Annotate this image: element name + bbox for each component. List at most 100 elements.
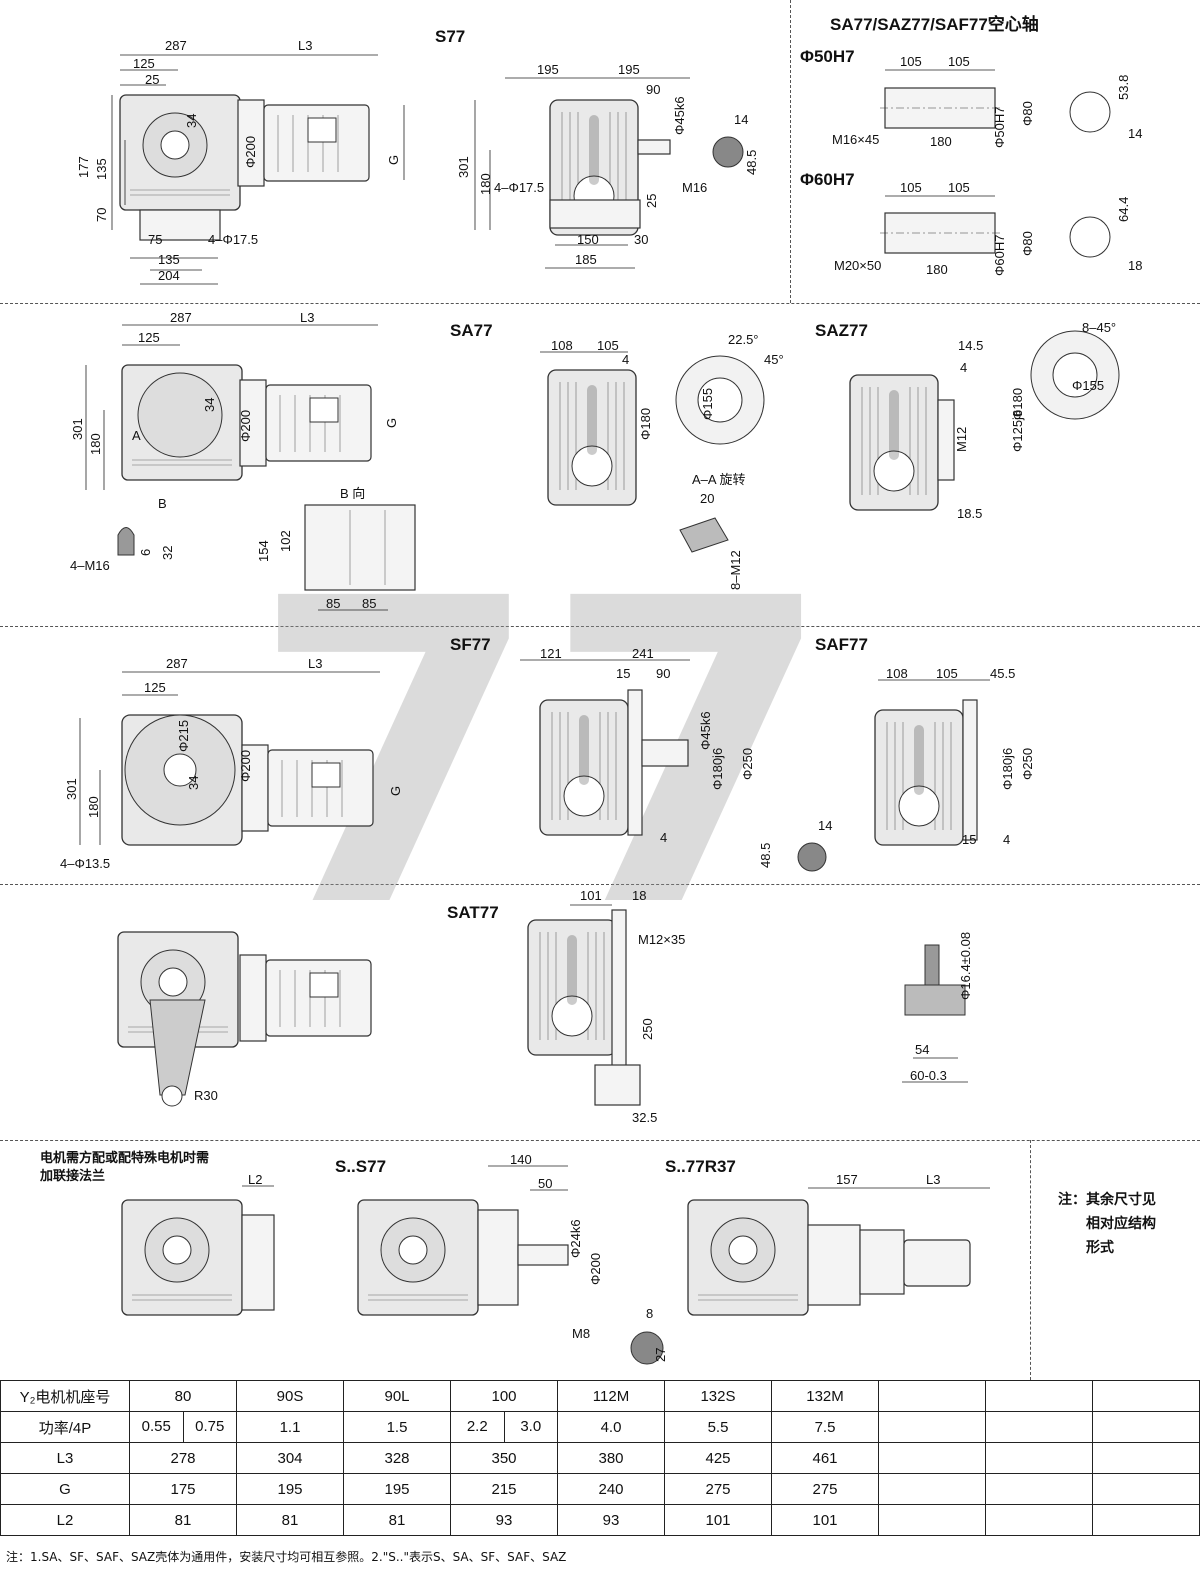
sf77-key-section	[797, 842, 827, 872]
dimension-label: Φ155	[1072, 378, 1104, 393]
dimension-label: 241	[632, 646, 654, 661]
view-title: Φ50H7	[800, 47, 855, 66]
dimension-label: Φ24k6	[568, 1219, 583, 1258]
dimension-label: 30	[634, 232, 648, 247]
dimension-label: 250	[640, 1018, 655, 1040]
view-title: S77	[435, 27, 465, 46]
dimension-label: Φ16.4±0.08	[958, 932, 973, 1000]
dimension-label: 195	[537, 62, 559, 77]
dimension-label: Φ180	[1010, 388, 1025, 420]
dimension-label: 90	[656, 666, 670, 681]
dimension-label: 140	[510, 1152, 532, 1167]
dimension-label: Φ215	[176, 720, 191, 752]
dimension-label: 180	[86, 796, 101, 818]
view-title: S..77R37	[665, 1157, 736, 1176]
table-cell: 90L	[343, 1380, 451, 1412]
dimension-label: A	[132, 428, 141, 443]
dimension-label: 4–M16	[70, 558, 110, 573]
table-cell: 80	[129, 1380, 237, 1412]
dimension-label: 18	[1128, 258, 1142, 273]
dimension-label: 22.5°	[728, 332, 759, 347]
sat77-base	[594, 1064, 641, 1106]
dimension-label: 102	[278, 530, 293, 552]
dimension-label: 45°	[764, 352, 784, 367]
s77r37-flange	[859, 1229, 905, 1295]
dimension-label: Φ200	[243, 136, 258, 168]
view-title: B 向	[340, 486, 365, 501]
dimension-label: 25	[145, 72, 159, 87]
table-cell: 5.5	[664, 1411, 772, 1443]
view-title: SAF77	[815, 635, 868, 654]
dimension-label: 32	[160, 546, 175, 560]
band-divider	[0, 884, 1200, 885]
dimension-label: G	[388, 786, 403, 796]
dimension-label: 48.5	[744, 150, 759, 175]
dimension-label: 85	[362, 596, 376, 611]
dimension-label: M12×35	[638, 932, 685, 947]
sa77-motor	[239, 379, 372, 467]
hollow-section-60	[1069, 216, 1111, 258]
table-cell-part: 3.0	[503, 1412, 558, 1442]
dimension-label: 4	[660, 830, 667, 845]
dimension-label: 8–45°	[1082, 320, 1116, 335]
dimension-label: L2	[248, 1172, 262, 1187]
dimension-label: Φ80	[1020, 231, 1035, 256]
dimension-label: 154	[256, 540, 271, 562]
saz77-flange	[937, 399, 955, 481]
dimension-label: 45.5	[990, 666, 1015, 681]
dimension-label: M16	[682, 180, 707, 195]
aa-section	[679, 517, 729, 553]
table-cell: 1.5	[343, 1411, 451, 1443]
dimension-label: 157	[836, 1172, 858, 1187]
dimension-label: 14	[1128, 126, 1142, 141]
dimension-label: M20×50	[834, 258, 881, 273]
table-cell: 278	[129, 1442, 237, 1474]
dimension-label: 105	[936, 666, 958, 681]
dimension-label: Φ200	[588, 1253, 603, 1285]
dimension-label: 75	[148, 232, 162, 247]
table-cell: 461	[771, 1442, 879, 1474]
dimension-label: 64.4	[1116, 197, 1131, 222]
dimension-label: 4	[622, 352, 629, 367]
dimension-label: 180	[930, 134, 952, 149]
view-title: SA77	[450, 321, 493, 340]
dimension-label: 15	[616, 666, 630, 681]
row-label: L3	[0, 1442, 130, 1474]
adapter-gearbox	[121, 1199, 243, 1316]
dimension-label: 27	[653, 1348, 668, 1362]
dimension-label: 4–Φ17.5	[208, 232, 258, 247]
table-cell: 240	[557, 1473, 665, 1505]
sf77-motor	[241, 744, 374, 832]
dimension-label: 53.8	[1116, 75, 1131, 100]
dimension-label: 105	[900, 180, 922, 195]
row-label: G	[0, 1473, 130, 1505]
table-cell: 81	[236, 1504, 344, 1536]
dimension-label: 101	[580, 888, 602, 903]
view-title: SAT77	[447, 903, 499, 922]
dimension-label: 121	[540, 646, 562, 661]
s77-foot	[139, 209, 221, 241]
sat77-side-view	[528, 920, 616, 1055]
s77r37-reducer	[807, 1224, 861, 1306]
dimension-label: Φ80	[1020, 101, 1035, 126]
table-cell	[878, 1473, 986, 1505]
dimension-label: B	[158, 496, 167, 511]
table-cell: 100	[450, 1380, 558, 1412]
dimension-label: 34	[202, 398, 217, 412]
dimension-label: 287	[170, 310, 192, 325]
table-cell: 90S	[236, 1380, 344, 1412]
dimension-label: Φ60H7	[992, 235, 1007, 276]
table-cell: 4.0	[557, 1411, 665, 1443]
dimension-label: Φ250	[740, 748, 755, 780]
side-note-line: 形式	[1086, 1240, 1114, 1256]
sat77-torque-arm	[149, 999, 206, 1096]
dimension-label: 177	[76, 156, 91, 178]
motor-note: 电机需方配或配特殊电机时需 加联接法兰	[40, 1150, 209, 1186]
saf77-flange	[962, 699, 978, 841]
dimension-label: 204	[158, 268, 180, 283]
